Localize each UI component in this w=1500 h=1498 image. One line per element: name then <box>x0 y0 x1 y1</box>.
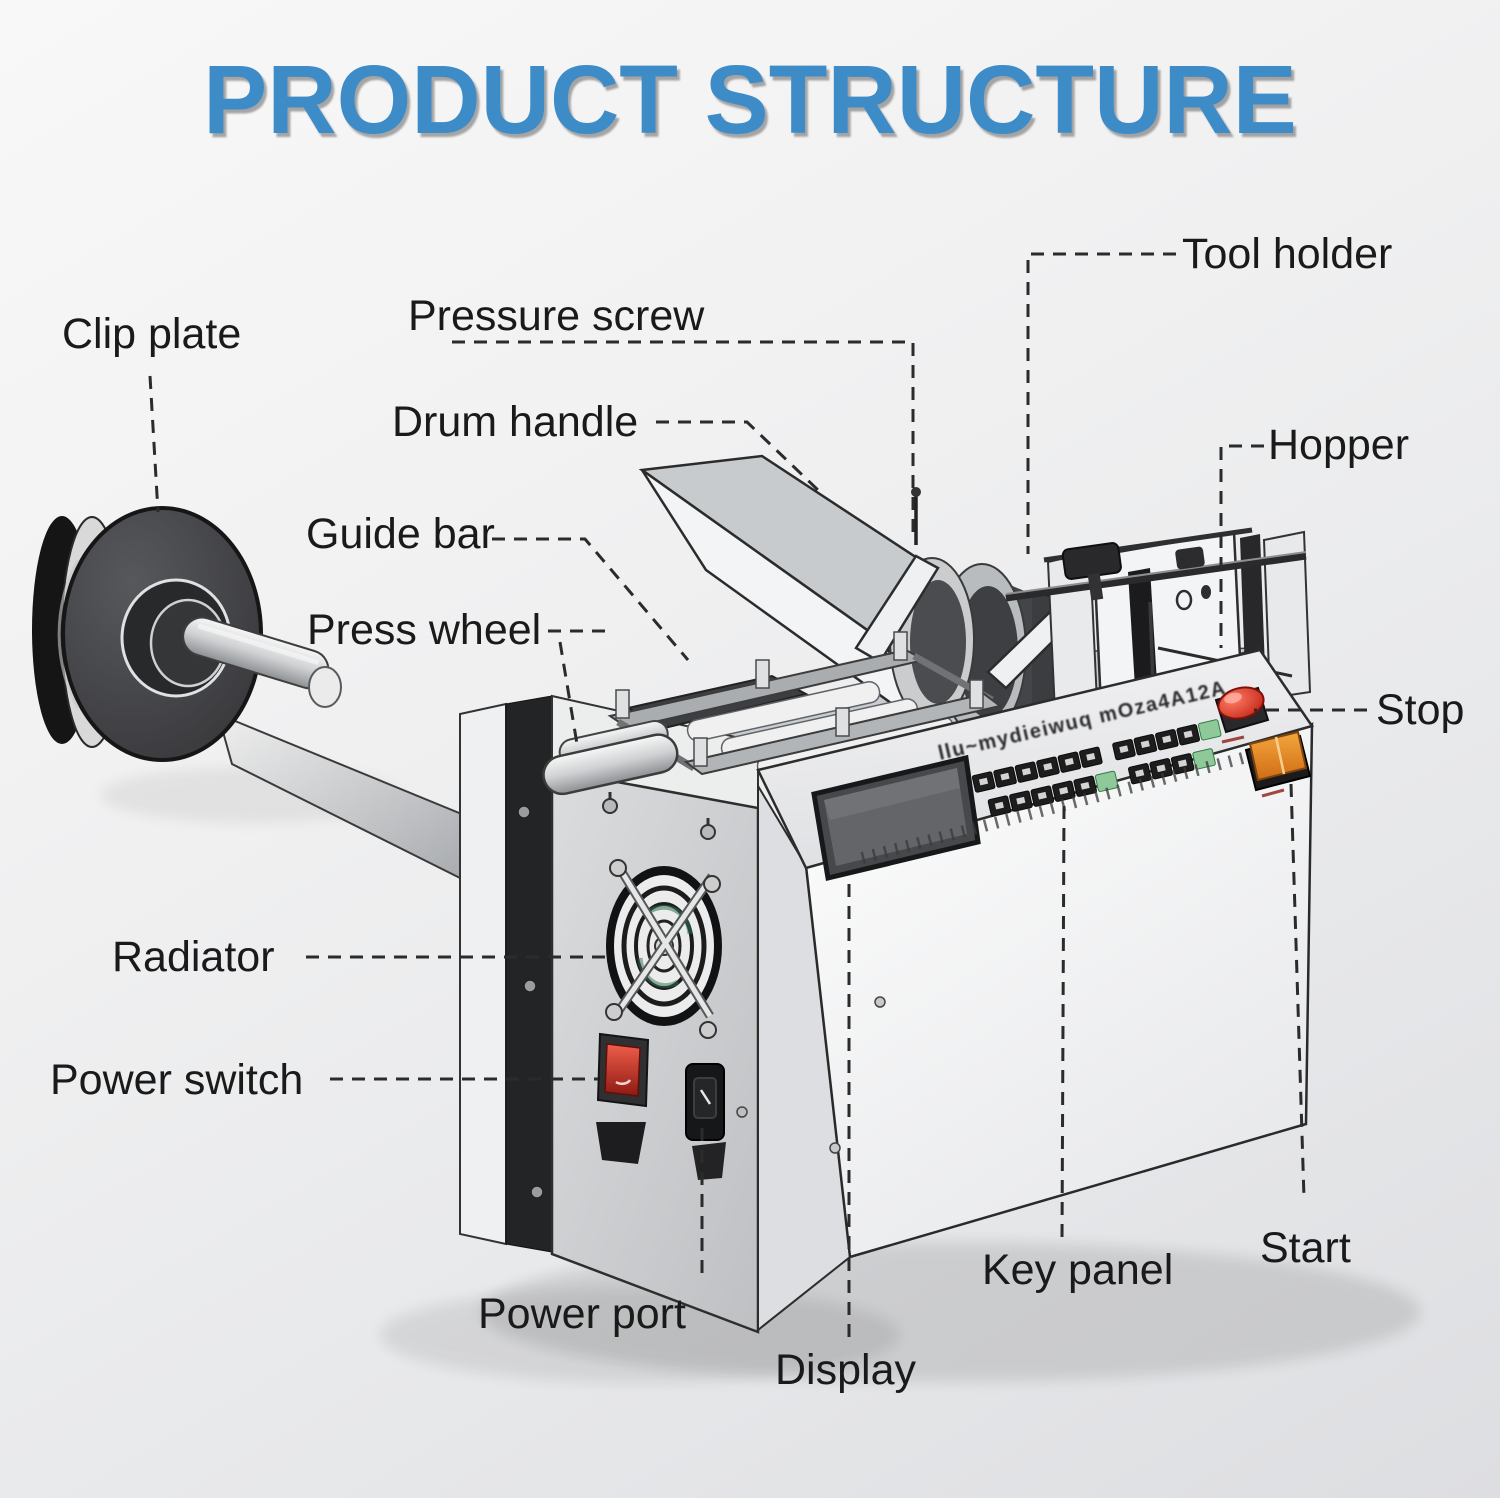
stop-button <box>1214 686 1270 744</box>
label-power-port: Power port <box>478 1290 686 1338</box>
power-switch <box>596 1032 650 1108</box>
side-tower <box>459 694 760 1334</box>
page-title: PRODUCT STRUCTURE <box>203 45 1297 154</box>
leader-hopper <box>1219 444 1264 648</box>
keypad <box>971 719 1222 817</box>
label-clip-plate: Clip plate <box>62 310 242 358</box>
control-panel: llu~mydieiwuq mOza4A12A <box>756 648 1315 882</box>
label-radiator: Radiator <box>112 933 275 981</box>
label-drum-handle: Drum handle <box>392 398 639 446</box>
label-key-panel: Key panel <box>982 1246 1174 1294</box>
label-power-switch: Power switch <box>50 1056 304 1104</box>
pressure-screw-knob <box>1061 542 1122 601</box>
press-wheel-roller <box>542 720 679 796</box>
label-guide-bar: Guide bar <box>306 510 495 558</box>
machine-foot <box>596 1122 646 1164</box>
clip-plate-reel <box>32 506 342 762</box>
label-tool-holder: Tool holder <box>1182 230 1393 278</box>
label-start: Start <box>1260 1224 1351 1272</box>
start-button <box>1244 730 1312 798</box>
label-hopper: Hopper <box>1268 421 1410 469</box>
leader-key-panel <box>1060 805 1066 1241</box>
leader-start <box>1289 783 1306 1199</box>
machine-foot <box>692 1142 726 1180</box>
label-stop: Stop <box>1376 686 1465 734</box>
label-press-wheel: Press wheel <box>307 606 542 654</box>
leader-clip-plate <box>148 375 160 513</box>
leader-lines <box>148 252 1367 1344</box>
frame-posts <box>615 631 984 767</box>
label-pressure-screw: Pressure screw <box>408 292 705 340</box>
leader-tool-holder <box>1026 252 1176 554</box>
label-display: Display <box>775 1346 916 1394</box>
radiator-fan <box>605 859 722 1039</box>
leader-drum-handle <box>656 420 820 492</box>
leader-press-wheel-2 <box>558 641 580 751</box>
leader-guide-bar <box>492 537 690 661</box>
power-port <box>685 1063 725 1141</box>
